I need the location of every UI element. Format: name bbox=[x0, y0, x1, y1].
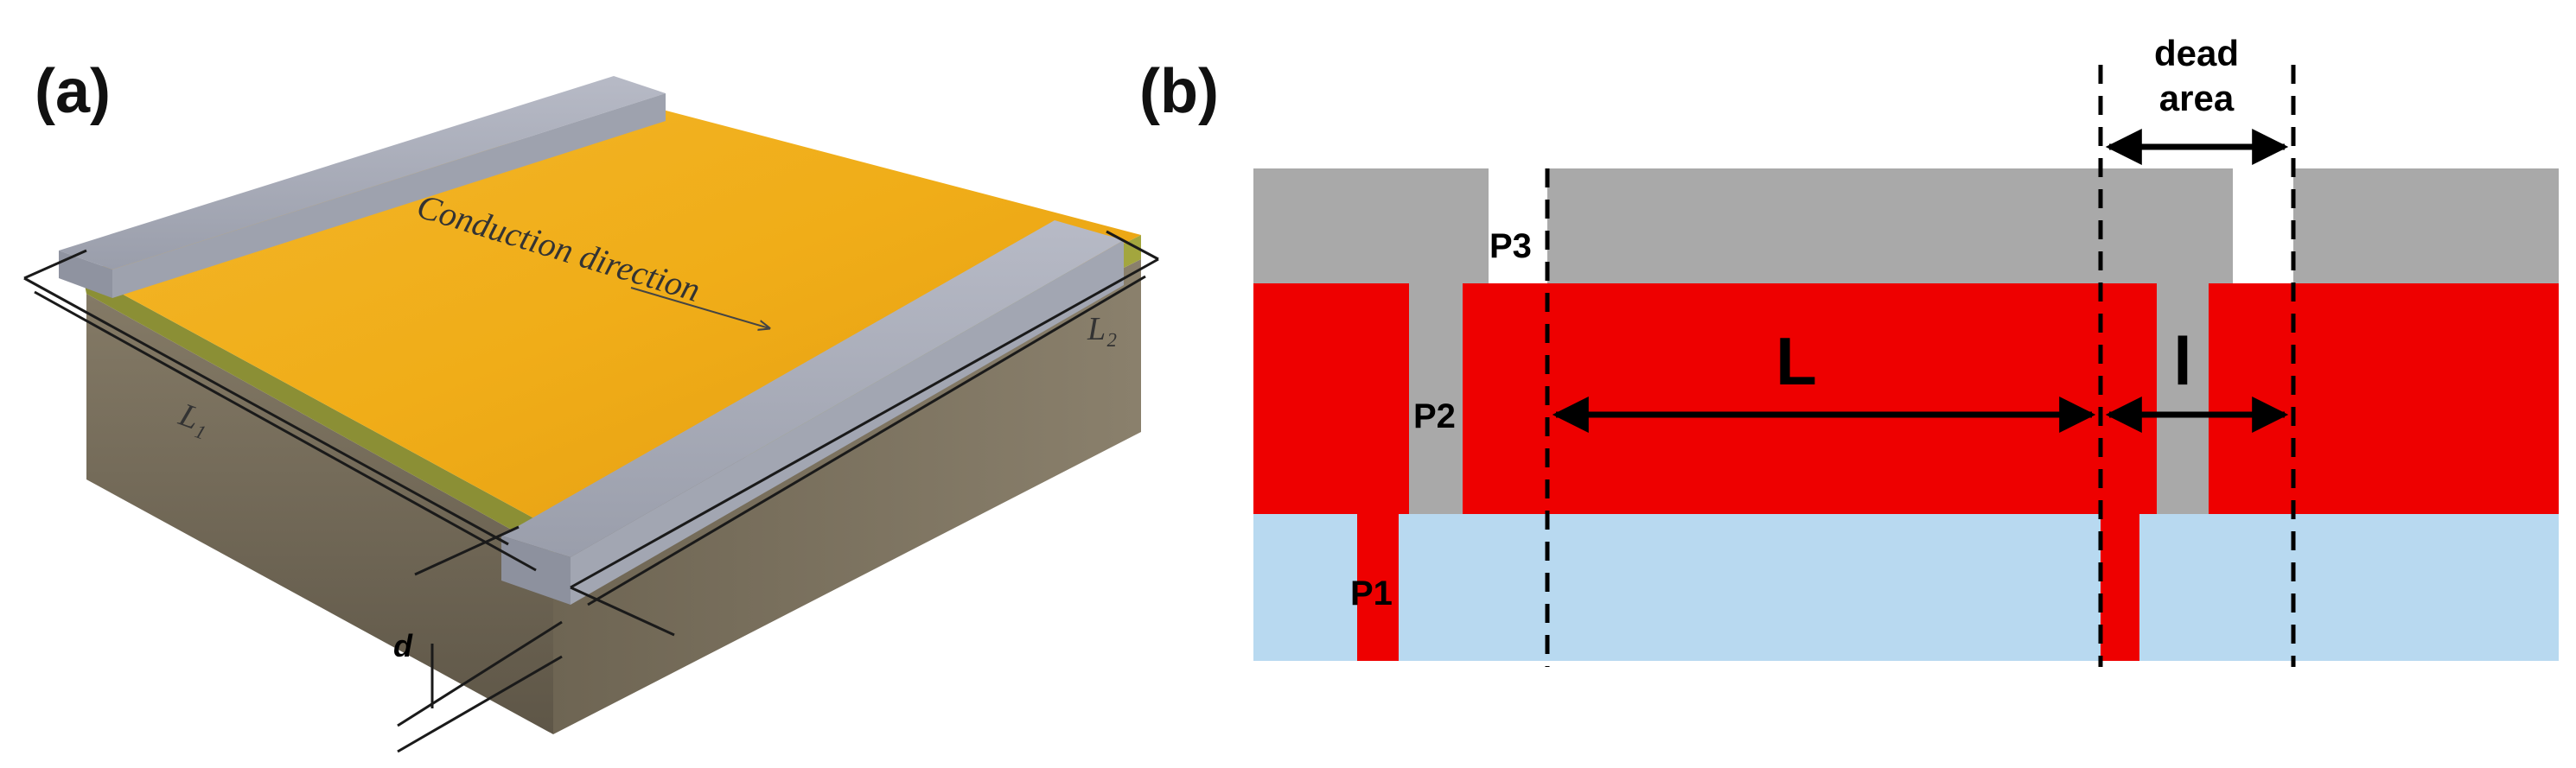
front-electrode-side bbox=[571, 240, 1124, 605]
p3-label: P3 bbox=[1489, 227, 1532, 265]
back-electrode-front bbox=[59, 251, 112, 298]
p1-label: P1 bbox=[1350, 574, 1393, 612]
panel-b-label: (b) bbox=[1139, 57, 1219, 126]
dead-area-label-line2: area bbox=[2159, 78, 2235, 118]
substrate-front-face bbox=[86, 294, 553, 734]
p2-label: P2 bbox=[1413, 397, 1456, 435]
conduction-arrow bbox=[630, 287, 769, 328]
panel-a: (a) Conduction direction L₁ bbox=[23, 57, 1159, 753]
d-dimension bbox=[397, 620, 563, 753]
panel-b: (b) dead area L l P3 P2 P1 bbox=[1139, 33, 2559, 667]
l-small-label: l bbox=[2173, 323, 2192, 399]
top-layer-right bbox=[2293, 168, 2559, 283]
p1-scribe-right bbox=[2101, 514, 2139, 661]
substrate-right-face bbox=[553, 259, 1141, 734]
top-layer-left bbox=[1253, 168, 1489, 283]
panel-a-label: (a) bbox=[35, 57, 111, 126]
d-label: d bbox=[393, 628, 413, 663]
l1-dimension bbox=[23, 249, 537, 576]
p1-scribe-left bbox=[1357, 514, 1399, 661]
l2-label: L₂ bbox=[1087, 311, 1117, 347]
l2-dimension bbox=[570, 230, 1159, 637]
l-big-label: L bbox=[1776, 323, 1817, 399]
middle-layer-right bbox=[2209, 283, 2559, 514]
back-electrode-top bbox=[59, 76, 666, 270]
mid-layer-front-edge bbox=[82, 272, 553, 553]
top-layer-center bbox=[1547, 168, 2233, 283]
middle-layer-left bbox=[1253, 283, 1409, 514]
bottom-layer bbox=[1253, 514, 2559, 661]
back-electrode-side bbox=[112, 93, 666, 298]
dead-area-label-line1: dead bbox=[2154, 33, 2239, 73]
p2-scribe-left bbox=[1409, 283, 1463, 514]
front-electrode-top bbox=[501, 220, 1124, 557]
